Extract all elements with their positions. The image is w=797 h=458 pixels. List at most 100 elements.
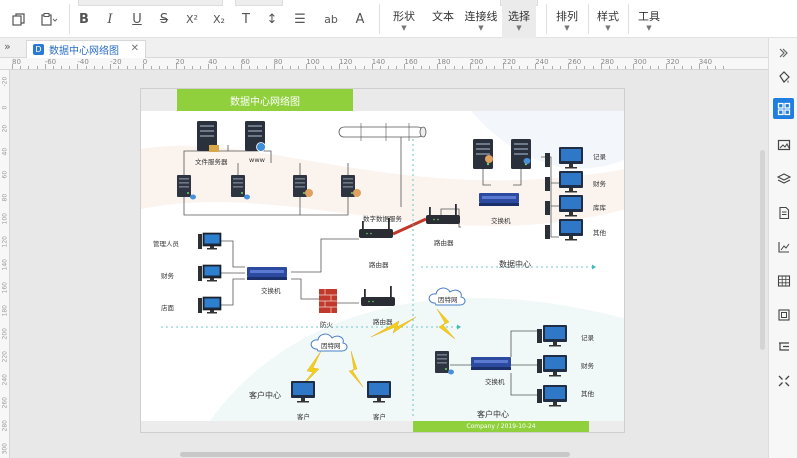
bold-button[interactable]: B <box>79 11 89 27</box>
label-tr-warehouse: 库库 <box>593 204 606 212</box>
ruler-h-label: -20 <box>110 58 122 66</box>
ruler-tick <box>379 66 381 69</box>
layers-icon[interactable] <box>773 168 794 189</box>
tab-document[interactable]: D 数据中心网络图 ✕ <box>26 40 146 58</box>
arrange-button[interactable]: 排列 ▼ <box>552 0 582 38</box>
label-router-bottom: 路由器 <box>373 318 393 326</box>
ruler-tick <box>77 64 79 69</box>
font-size-box[interactable] <box>235 0 283 6</box>
label-client-center-left: 客户中心 <box>249 391 281 400</box>
ruler-tick <box>314 66 316 69</box>
ruler-tick <box>429 66 430 69</box>
horizontal-scrollbar[interactable] <box>180 452 570 457</box>
ruler-v-label: 0 <box>1 105 9 110</box>
collapse-panel-icon[interactable] <box>773 42 794 63</box>
style-button[interactable]: 样式 ▼ <box>593 0 623 38</box>
ruler-v-label: 160 <box>1 282 9 294</box>
subscript-button[interactable]: X₂ <box>213 12 225 26</box>
ruler-tick <box>535 64 537 69</box>
label-br-other: 其他 <box>581 390 594 398</box>
superscript-button[interactable]: X² <box>186 12 198 26</box>
ruler-tick <box>52 66 54 69</box>
paste-icon[interactable] <box>36 6 62 32</box>
ruler-tick <box>478 66 479 69</box>
ruler-h-label: 260 <box>567 58 582 66</box>
ruler-v-label: 280 <box>1 420 9 432</box>
chevron-down-icon: ▼ <box>564 24 570 32</box>
label-internet-left: 因特网 <box>321 342 341 350</box>
ruler-tick <box>674 66 676 69</box>
shape-button[interactable]: 形状 ▼ <box>388 0 420 38</box>
ruler-tick <box>682 66 684 69</box>
ruler-v-label: 300 <box>1 443 9 455</box>
ruler-v-label: 220 <box>1 351 9 363</box>
page-icon[interactable] <box>773 202 794 223</box>
ruler-tick <box>175 64 177 69</box>
ruler-tick <box>371 64 373 69</box>
chevron-down-icon: ▼ <box>478 24 484 32</box>
ruler-tick <box>641 66 643 69</box>
ruler-h-label: 0 <box>142 58 148 66</box>
line-spacing-button[interactable]: ↕ <box>266 11 278 27</box>
ruler-tick <box>576 66 578 69</box>
select-button[interactable]: 选择 ▼ <box>502 0 536 38</box>
dashed-boundary <box>161 129 596 419</box>
strikethrough-button[interactable]: S <box>159 11 169 27</box>
tab-label: 数据中心网络图 <box>49 46 119 57</box>
ruler-h-label: -40 <box>77 58 89 66</box>
diagram-title[interactable]: 数据中心网络图 <box>177 89 353 111</box>
ruler-tick <box>273 64 275 69</box>
ruler-tick <box>527 66 529 69</box>
font-family-box[interactable] <box>78 0 223 6</box>
ruler-h-label: 200 <box>469 58 484 66</box>
vertical-scrollbar[interactable] <box>760 150 765 350</box>
image-icon[interactable] <box>773 134 794 155</box>
diagram-page[interactable]: 数据中心网络图 <box>140 88 625 433</box>
connector-button[interactable]: 连接线 ▼ <box>462 0 500 38</box>
ruler-tick <box>502 64 504 69</box>
ruler-tick <box>518 66 520 69</box>
ruler-h-label: 220 <box>502 58 516 66</box>
ruler-tick <box>216 66 218 69</box>
fit-icon[interactable] <box>773 370 794 391</box>
diagram-footer[interactable]: Company / 2019-10-24 <box>413 421 589 432</box>
outline-icon[interactable] <box>773 336 794 357</box>
ruler-tick <box>12 64 13 69</box>
ruler-tick <box>281 66 283 69</box>
underline-button[interactable]: U <box>132 11 142 27</box>
table-icon[interactable] <box>773 270 794 291</box>
label-file-server: 文件服务器 <box>195 158 228 166</box>
ruler-tick <box>469 64 471 69</box>
expand-panel-icon[interactable]: » <box>4 40 11 53</box>
chart-icon[interactable] <box>773 236 794 257</box>
crop-icon[interactable] <box>773 304 794 325</box>
canvas[interactable]: 数据中心网络图 <box>10 70 768 458</box>
italic-button[interactable]: I <box>107 11 113 27</box>
font-color-button[interactable]: A <box>355 11 365 27</box>
ruler-tick <box>126 66 128 69</box>
text-button[interactable]: 文本 ▼ <box>428 0 458 38</box>
ruler-tick <box>200 66 202 69</box>
paint-bucket-icon[interactable] <box>773 66 794 87</box>
ruler-h-label: 120 <box>339 58 353 66</box>
ruler-tick <box>584 66 586 69</box>
close-icon[interactable]: ✕ <box>130 43 139 54</box>
ruler-tick <box>600 64 602 69</box>
text-case-button[interactable]: ab <box>324 12 338 26</box>
ruler-tick <box>445 66 447 69</box>
ruler-v-label: 20 <box>1 124 9 133</box>
list-button[interactable]: ☰ <box>294 11 306 27</box>
ruler-v-label: 100 <box>1 213 9 225</box>
ruler-tick <box>625 66 627 69</box>
grid-shapes-icon[interactable] <box>773 98 794 119</box>
label-firewall: 防火 <box>320 321 333 329</box>
text-style-button[interactable]: T <box>242 11 250 27</box>
copy-icon[interactable] <box>8 6 28 32</box>
ruler-tick <box>134 66 136 69</box>
label-client-a: 客户 <box>297 413 310 421</box>
tools-button[interactable]: 工具 ▼ <box>634 0 664 38</box>
network-backbone <box>338 123 427 141</box>
network-diagram[interactable] <box>141 89 625 433</box>
